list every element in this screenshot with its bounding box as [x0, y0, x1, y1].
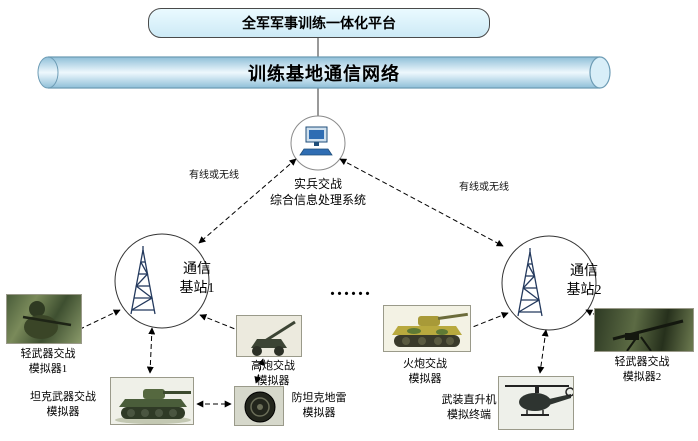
tank-weapon-simulator-label: 坦克武器交战 模拟器: [30, 391, 96, 418]
link-station2-helicopter: [537, 329, 549, 374]
helicopter-photo: [498, 376, 574, 430]
network-pipe: [37, 56, 611, 89]
processor-node: [290, 115, 346, 171]
artillery-silhouette: [392, 312, 468, 347]
helicopter-silhouette: [505, 385, 573, 416]
link-label-right: 有线或无线: [459, 182, 509, 193]
platform-title-box: 全军军事训练一体化平台: [148, 8, 490, 38]
anti-tank-mine-simulator-label: 防坦克地雷 模拟器: [291, 392, 347, 419]
light-weapon-simulator-2-label: 轻武器交战 模拟器2: [614, 356, 670, 383]
tank-silhouette: [115, 389, 191, 424]
lattice-tower-icon: [130, 246, 156, 315]
link-label-left: 有线或无线: [189, 170, 239, 181]
mine-photo: [234, 386, 284, 426]
soldier-silhouette: [22, 301, 72, 339]
mine-silhouette: [244, 391, 276, 423]
link-aa-gun-mine: [254, 358, 265, 384]
machine-gun-photo: [594, 308, 694, 352]
machine-gun-silhouette: [612, 319, 684, 351]
link-station1-tank: [146, 327, 156, 374]
platform-title: 全军军事训练一体化平台: [242, 17, 396, 32]
soldier-photo: [6, 294, 82, 344]
artillery-simulator-label: 火炮交战 模拟器: [403, 358, 447, 385]
station-1-label: 通信 基站1: [179, 262, 215, 296]
aa-gun-simulator-label: 高炮交战 模拟器: [251, 360, 295, 387]
helicopter-terminal-label: 武装直升机 模拟终端: [441, 394, 497, 421]
link-processor-station1: [198, 158, 297, 244]
light-weapon-simulator-1-label: 轻武器交战 模拟器1: [20, 348, 76, 375]
lattice-tower-icon: [517, 248, 543, 317]
aa-gun-silhouette: [251, 320, 296, 356]
tank-photo: [110, 377, 194, 425]
network-title: 训练基地通信网络: [248, 64, 400, 84]
artillery-photo: [383, 305, 471, 352]
processor-label: 实兵交战 综合信息处理系统: [269, 177, 366, 207]
station-1-node: [114, 233, 210, 329]
station-2-label: 通信 基站2: [566, 264, 602, 298]
link-processor-station2: [339, 158, 504, 247]
pipe-end-cap: [589, 56, 611, 89]
aa-gun-photo: [236, 315, 302, 357]
station-2-node: [501, 235, 597, 331]
stations-ellipsis: ......: [330, 278, 372, 300]
computer-icon: [299, 126, 333, 156]
